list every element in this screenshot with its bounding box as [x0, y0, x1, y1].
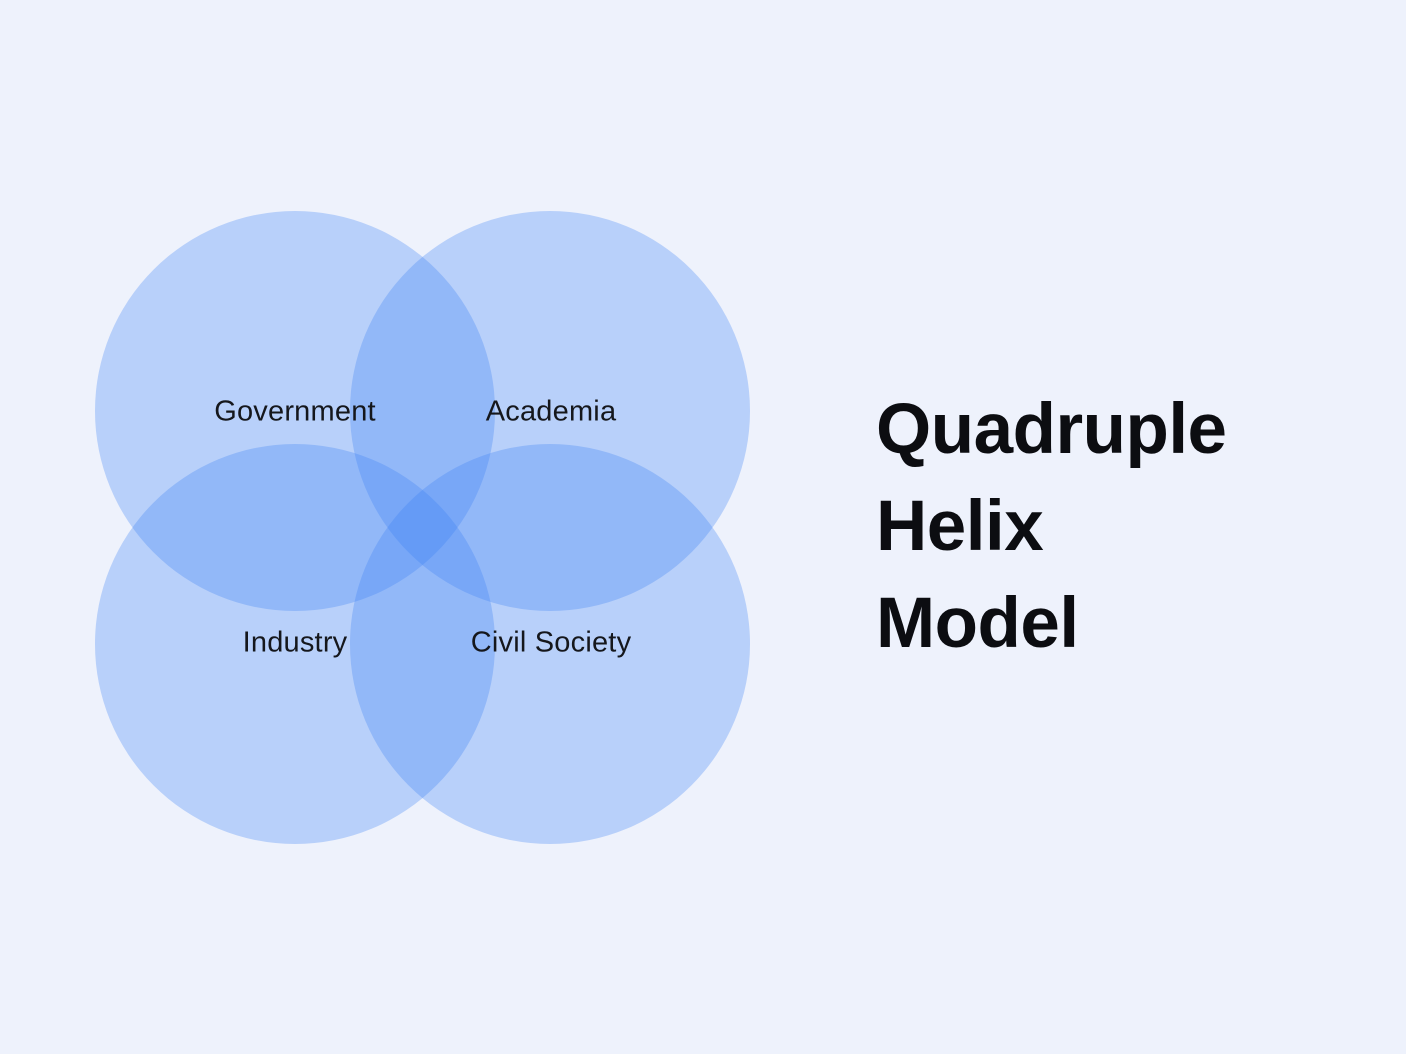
industry-label: Industry [242, 626, 348, 659]
civil-society-circle [350, 444, 750, 844]
page-title: Quadruple Helix Model [876, 381, 1227, 672]
civil-society-label: Civil Society [470, 626, 632, 659]
academia-label: Academia [485, 395, 617, 428]
government-label: Government [214, 395, 376, 428]
title-line-1: Quadruple [876, 390, 1227, 469]
government-circle [95, 211, 495, 611]
title-line-3: Model [876, 584, 1079, 663]
academia-circle [350, 211, 750, 611]
industry-circle [95, 444, 495, 844]
title-line-2: Helix [876, 487, 1044, 566]
